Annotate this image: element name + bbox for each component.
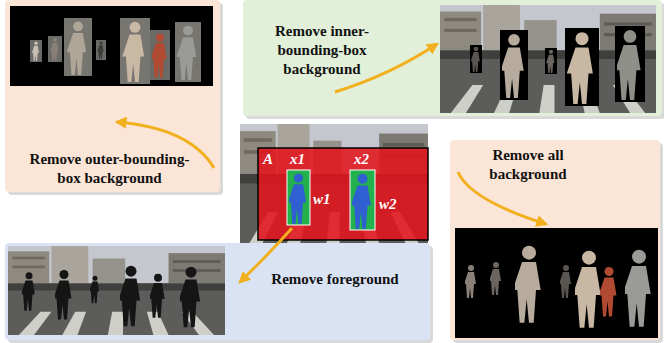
panel-caption: Remove inner-bounding-box background [262,22,382,79]
panel-box: Remove foreground [250,270,420,289]
panel-box: Remove inner-bounding-box background [262,22,382,79]
panel-caption: Remove all background [478,146,578,184]
symbol-label: x1 [290,151,305,168]
symbol-label: w1 [313,191,331,208]
symbol-label: w2 [379,196,397,213]
symbol-label: A [263,151,273,168]
panel-box: Remove outer-bounding-box background [22,150,197,188]
panel-box: Remove all background [478,146,578,184]
panel-caption: Remove outer-bounding-box background [22,150,197,188]
symbol-label: x2 [354,151,369,168]
panel-caption: Remove foreground [250,270,420,289]
